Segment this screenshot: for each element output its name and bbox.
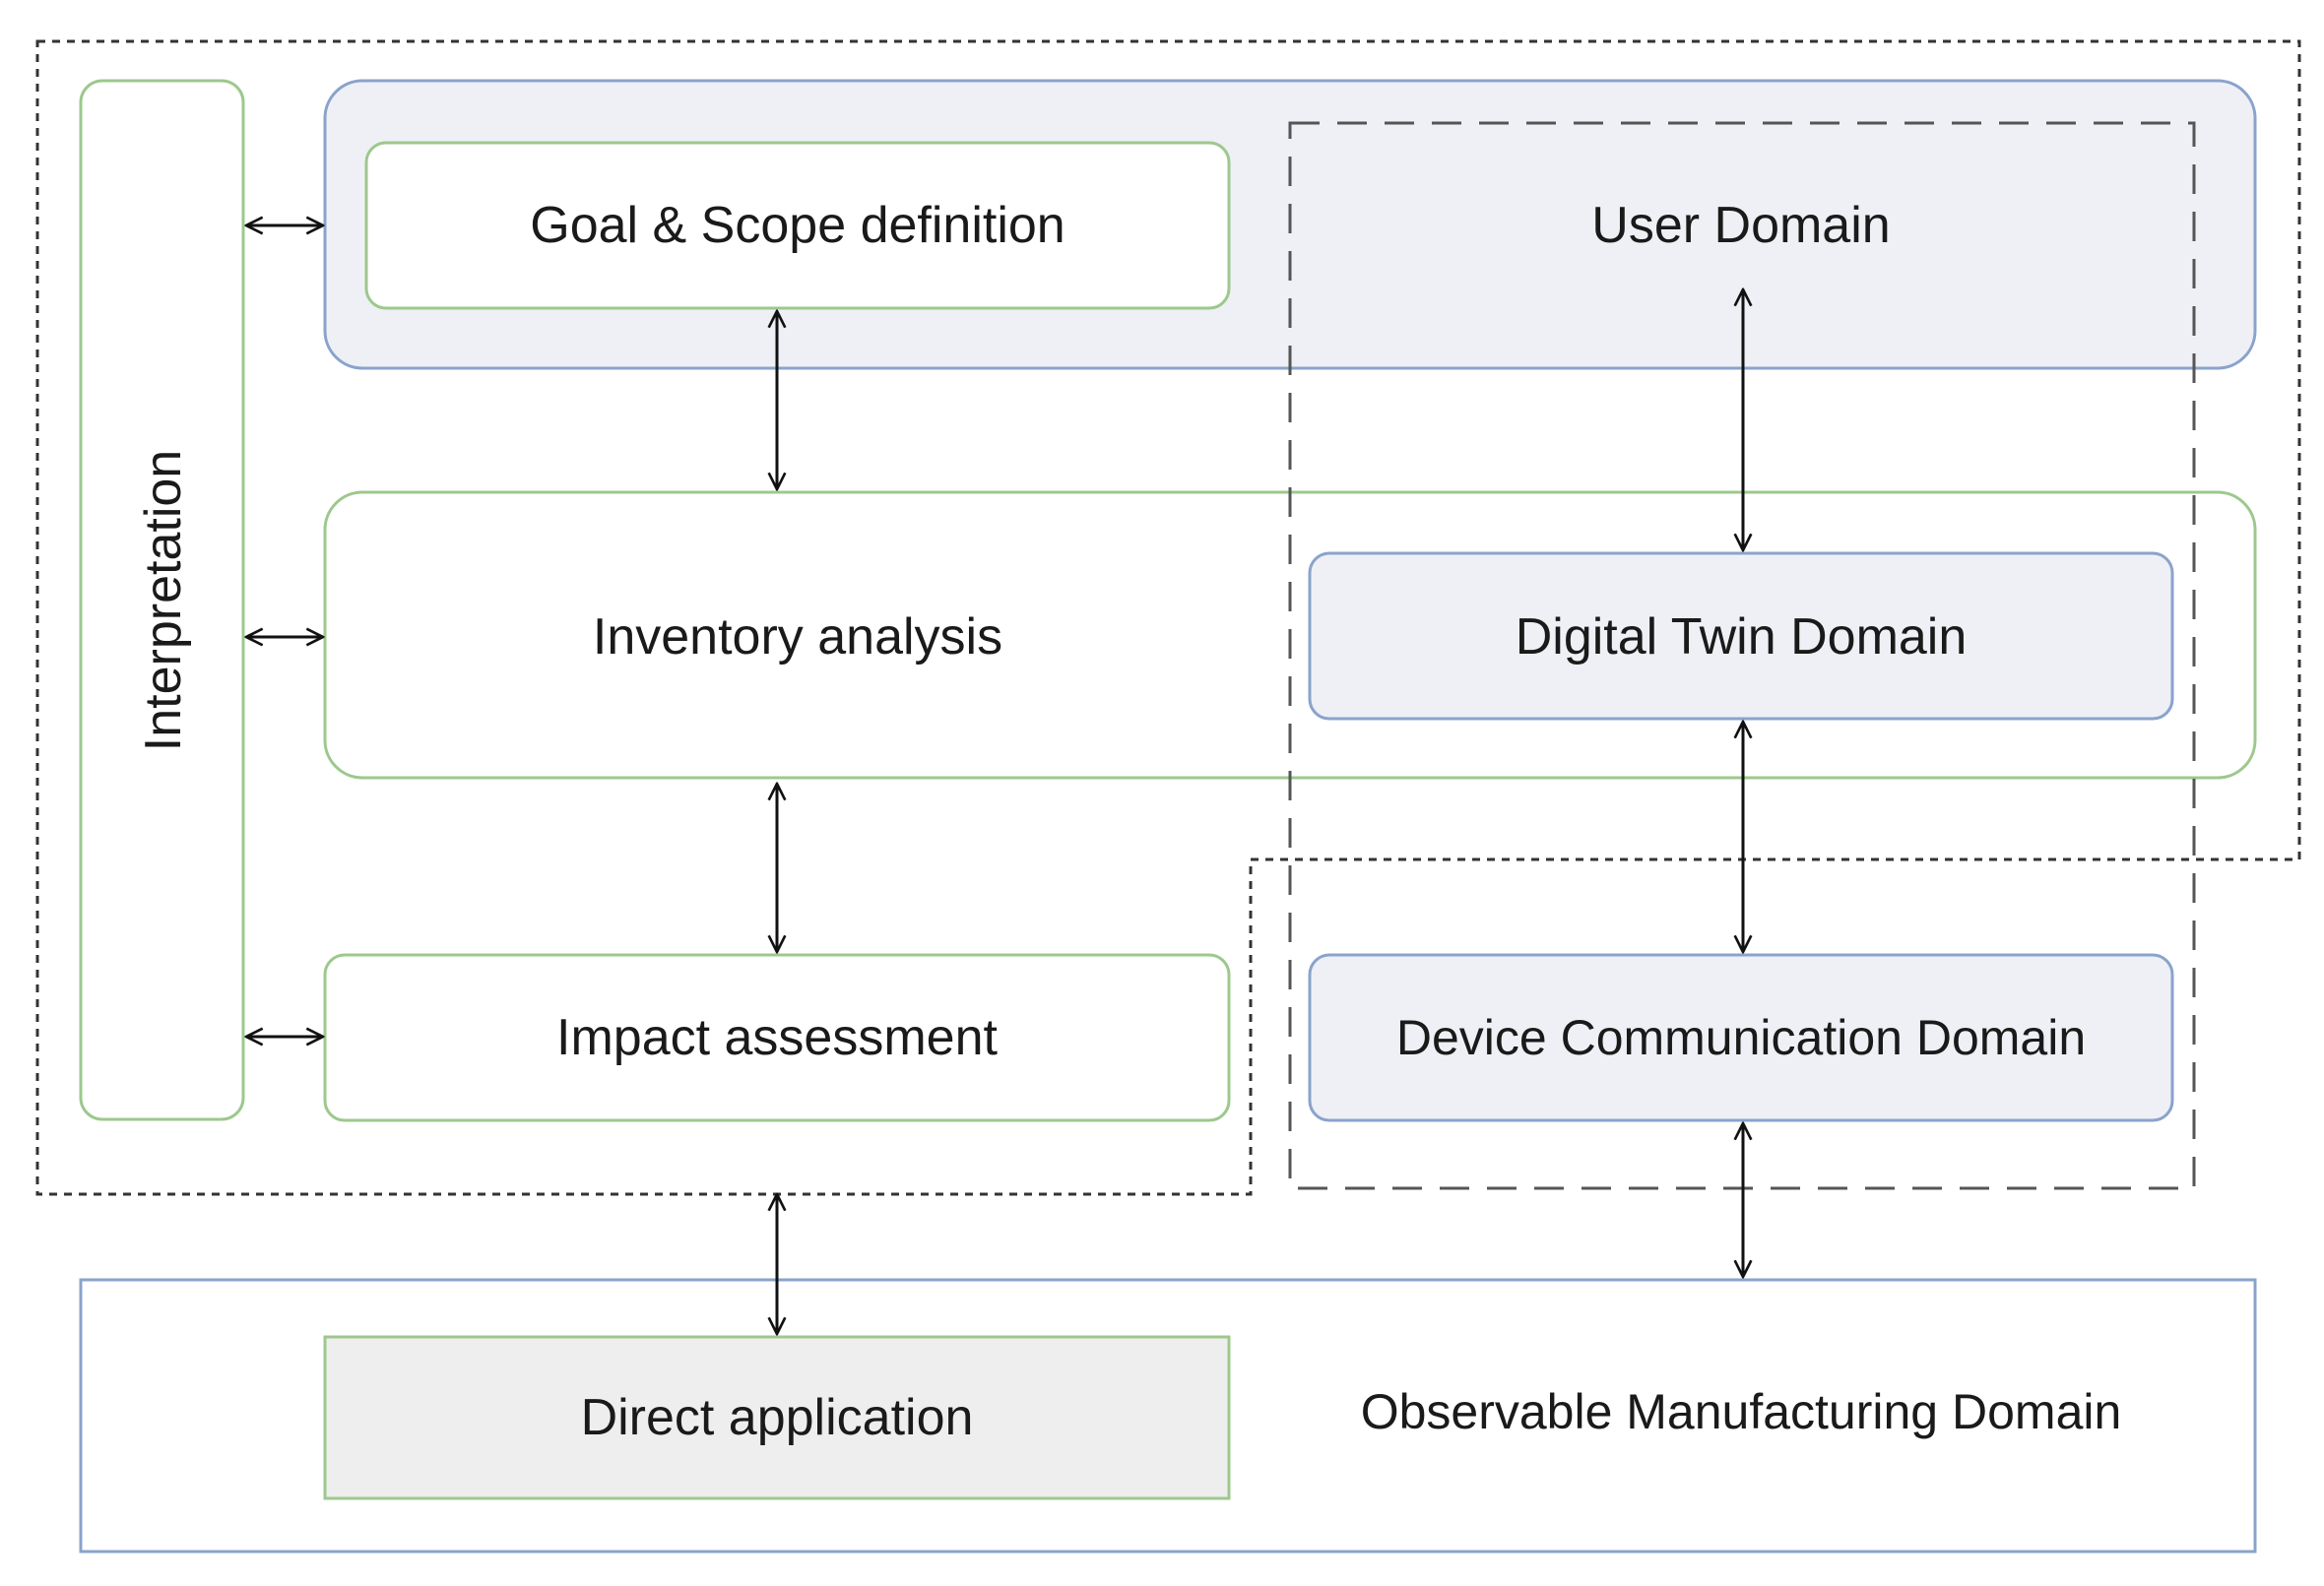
interpretation-label: Interpretation [135, 450, 192, 751]
direct-application-box [323, 1335, 1231, 1500]
goal-scope-box [364, 141, 1231, 310]
inventory-analysis-label: Inventory analysis [593, 608, 1002, 666]
device-communication-domain-box [1308, 953, 2174, 1122]
goal-scope-label: Goal & Scope definition [530, 197, 1065, 254]
observable-manufacturing-domain-label: Observable Manufacturing Domain [1361, 1384, 2122, 1439]
interpretation-box [79, 79, 245, 1121]
user-domain-label: User Domain [1591, 197, 1890, 254]
digital-twin-domain-box [1308, 551, 2174, 721]
impact-assessment-label: Impact assessment [556, 1009, 998, 1066]
digital-twin-domain-label: Digital Twin Domain [1516, 608, 1968, 666]
impact-assessment-box [323, 953, 1231, 1122]
device-communication-domain-label: Device Communication Domain [1396, 1010, 2086, 1065]
lca-scope-dotted-boundary [35, 39, 2301, 1196]
direct-application-label: Direct application [581, 1389, 974, 1446]
